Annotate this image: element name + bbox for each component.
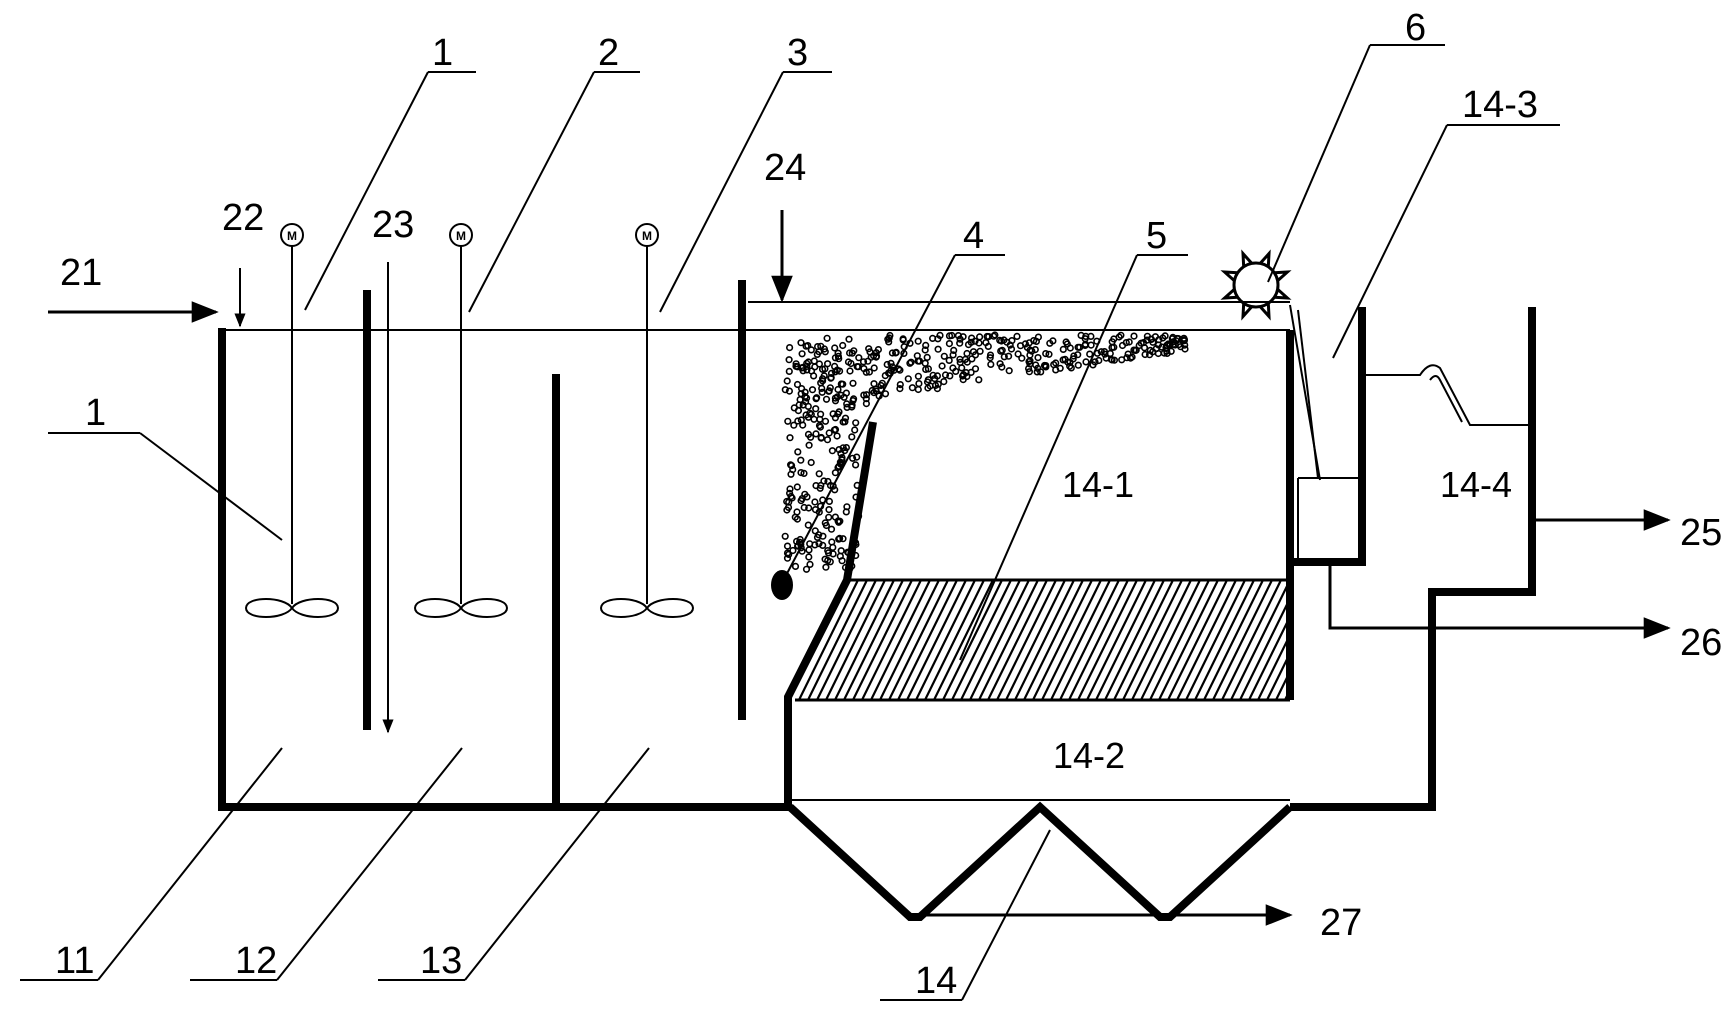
label-14-2: 14-2 xyxy=(1053,735,1125,776)
motor-symbol: M xyxy=(287,229,297,243)
micro-bubbles xyxy=(781,331,1189,573)
label-14-1: 14-1 xyxy=(1062,464,1134,505)
outflow-arrow-26 xyxy=(1328,562,1671,639)
label-26: 26 xyxy=(1680,622,1722,664)
siphon-pipe xyxy=(1366,364,1535,426)
label-24: 24 xyxy=(764,147,806,189)
label-12: 12 xyxy=(235,940,277,982)
motor-icon: M xyxy=(280,223,304,247)
overflow-pipe-2 xyxy=(1297,309,1319,479)
label-27: 27 xyxy=(1320,902,1362,944)
label-21: 21 xyxy=(60,252,102,294)
label-13: 13 xyxy=(420,940,462,982)
label-23: 23 xyxy=(372,204,414,246)
label-6: 6 xyxy=(1405,7,1426,49)
inclined-baffle xyxy=(784,421,877,807)
label-1-top: 1 xyxy=(432,32,453,74)
impeller-icon xyxy=(413,598,509,618)
stirrer-3: M xyxy=(599,223,695,618)
sludge-hoppers xyxy=(787,801,1293,921)
motor-icon: M xyxy=(635,223,659,247)
label-3: 3 xyxy=(787,32,808,74)
label-4: 4 xyxy=(963,215,984,257)
motor-symbol: M xyxy=(456,229,466,243)
label-14-3: 14-3 xyxy=(1462,84,1538,126)
label-14: 14 xyxy=(915,960,957,1002)
impeller-icon xyxy=(244,598,340,618)
label-14-4: 14-4 xyxy=(1440,464,1512,505)
launder-wall xyxy=(1290,307,1366,566)
label-5: 5 xyxy=(1146,215,1167,257)
skimmer-wheel xyxy=(1220,249,1292,321)
label-22: 22 xyxy=(222,197,264,239)
label-2: 2 xyxy=(598,32,619,74)
impeller-icon xyxy=(599,598,695,618)
label-11: 11 xyxy=(55,940,94,982)
label-25: 25 xyxy=(1680,512,1722,554)
motor-symbol: M xyxy=(642,229,652,243)
stirrer-1: M xyxy=(244,223,340,618)
label-1-left: 1 xyxy=(85,392,106,434)
tank-bottom-right xyxy=(1290,307,1536,811)
tank-left-wall xyxy=(218,328,790,811)
leader-lines xyxy=(20,44,1560,1001)
stirrer-2: M xyxy=(413,223,509,618)
siphon-pipe-2 xyxy=(1429,375,1463,423)
air-releaser xyxy=(771,570,793,600)
motor-icon: M xyxy=(449,223,473,247)
